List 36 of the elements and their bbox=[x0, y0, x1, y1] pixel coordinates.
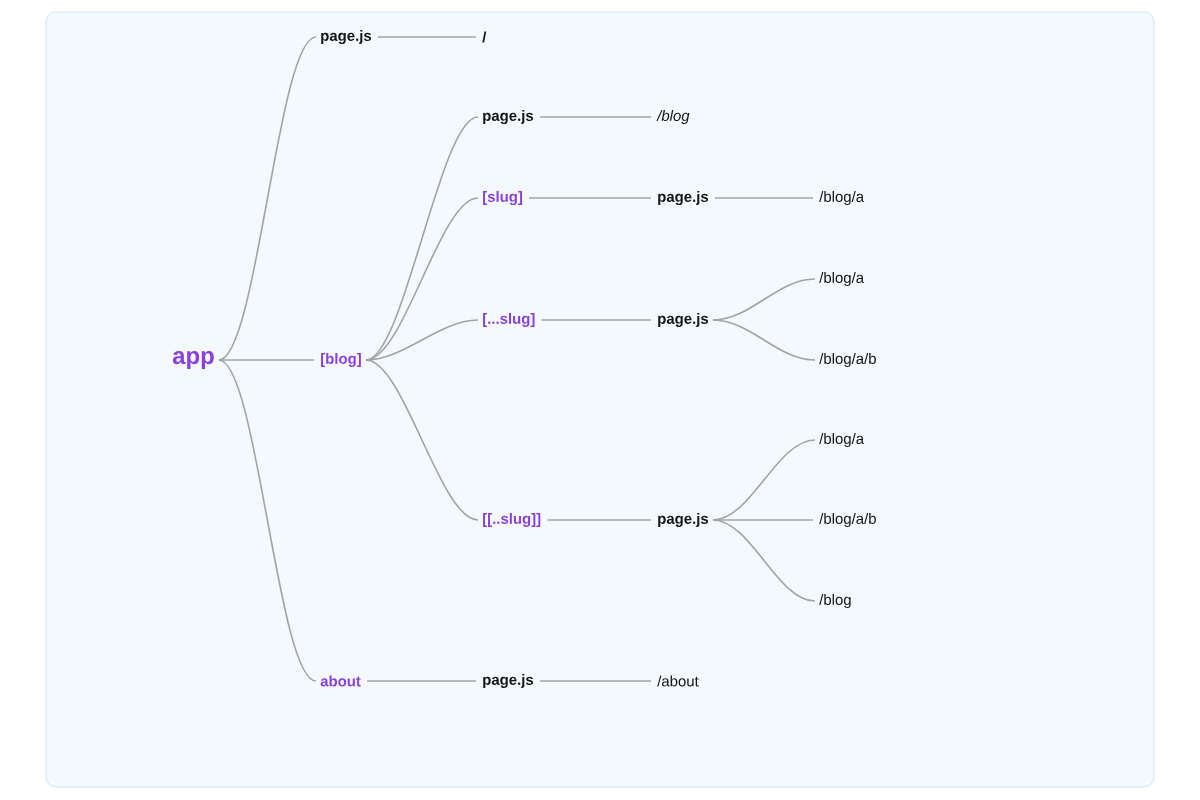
connector-line bbox=[714, 519, 814, 521]
file-name: page.js bbox=[321, 30, 372, 44]
folder-name: app bbox=[172, 351, 214, 369]
connector-line bbox=[539, 116, 652, 118]
connector-line bbox=[528, 197, 652, 199]
file-name: page.js bbox=[483, 674, 534, 688]
folder-name: [[..slug]] bbox=[483, 513, 541, 527]
connector-line bbox=[539, 680, 652, 682]
file-name: page.js bbox=[658, 313, 709, 327]
connector-line bbox=[218, 359, 317, 682]
folder-name: [slug] bbox=[483, 191, 523, 205]
route-path: /blog/a bbox=[819, 191, 865, 205]
route-path: /about bbox=[657, 675, 699, 687]
connector-line bbox=[365, 359, 479, 521]
connector-line bbox=[712, 319, 816, 361]
route-path: /blog bbox=[656, 110, 690, 124]
connector-line bbox=[366, 680, 477, 682]
connector-line bbox=[220, 359, 315, 361]
route-path: /blog/a/b bbox=[819, 513, 876, 527]
route-path: /blog bbox=[819, 594, 851, 608]
file-name: page.js bbox=[483, 110, 534, 124]
connector-line bbox=[540, 319, 652, 321]
connector-line bbox=[218, 36, 317, 361]
folder-name: [...slug] bbox=[483, 313, 535, 327]
folder-name: [blog] bbox=[321, 353, 361, 367]
connector-line bbox=[714, 197, 814, 199]
connector-line bbox=[546, 519, 652, 521]
file-name: page.js bbox=[658, 191, 709, 205]
connector-line bbox=[377, 36, 477, 38]
route-path: /blog/a/b bbox=[819, 353, 876, 367]
route-path: /blog/a bbox=[819, 433, 865, 447]
file-name: page.js bbox=[658, 513, 709, 527]
route-path: / bbox=[482, 31, 487, 43]
route-path: /blog/a bbox=[819, 272, 865, 286]
connector-line bbox=[712, 519, 816, 602]
folder-name: about bbox=[320, 675, 361, 687]
